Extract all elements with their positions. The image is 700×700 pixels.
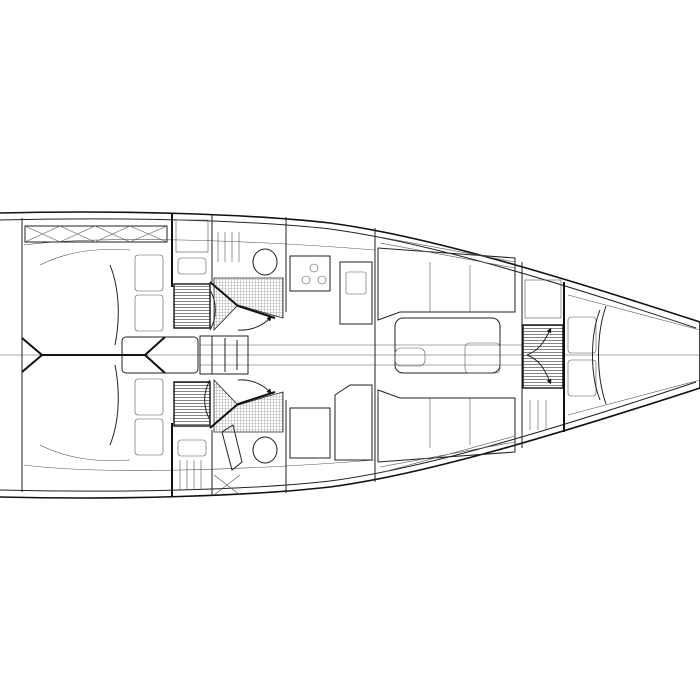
head-port <box>173 219 284 331</box>
bulkheads <box>21 214 565 496</box>
forward-cabin <box>567 294 700 416</box>
saloon <box>377 236 516 474</box>
galley <box>289 255 373 461</box>
forward-hatch <box>522 279 564 430</box>
companionway-steps <box>199 335 249 375</box>
head-starboard <box>173 379 284 496</box>
aft-cabins <box>21 225 199 461</box>
hull-outline <box>0 211 700 499</box>
